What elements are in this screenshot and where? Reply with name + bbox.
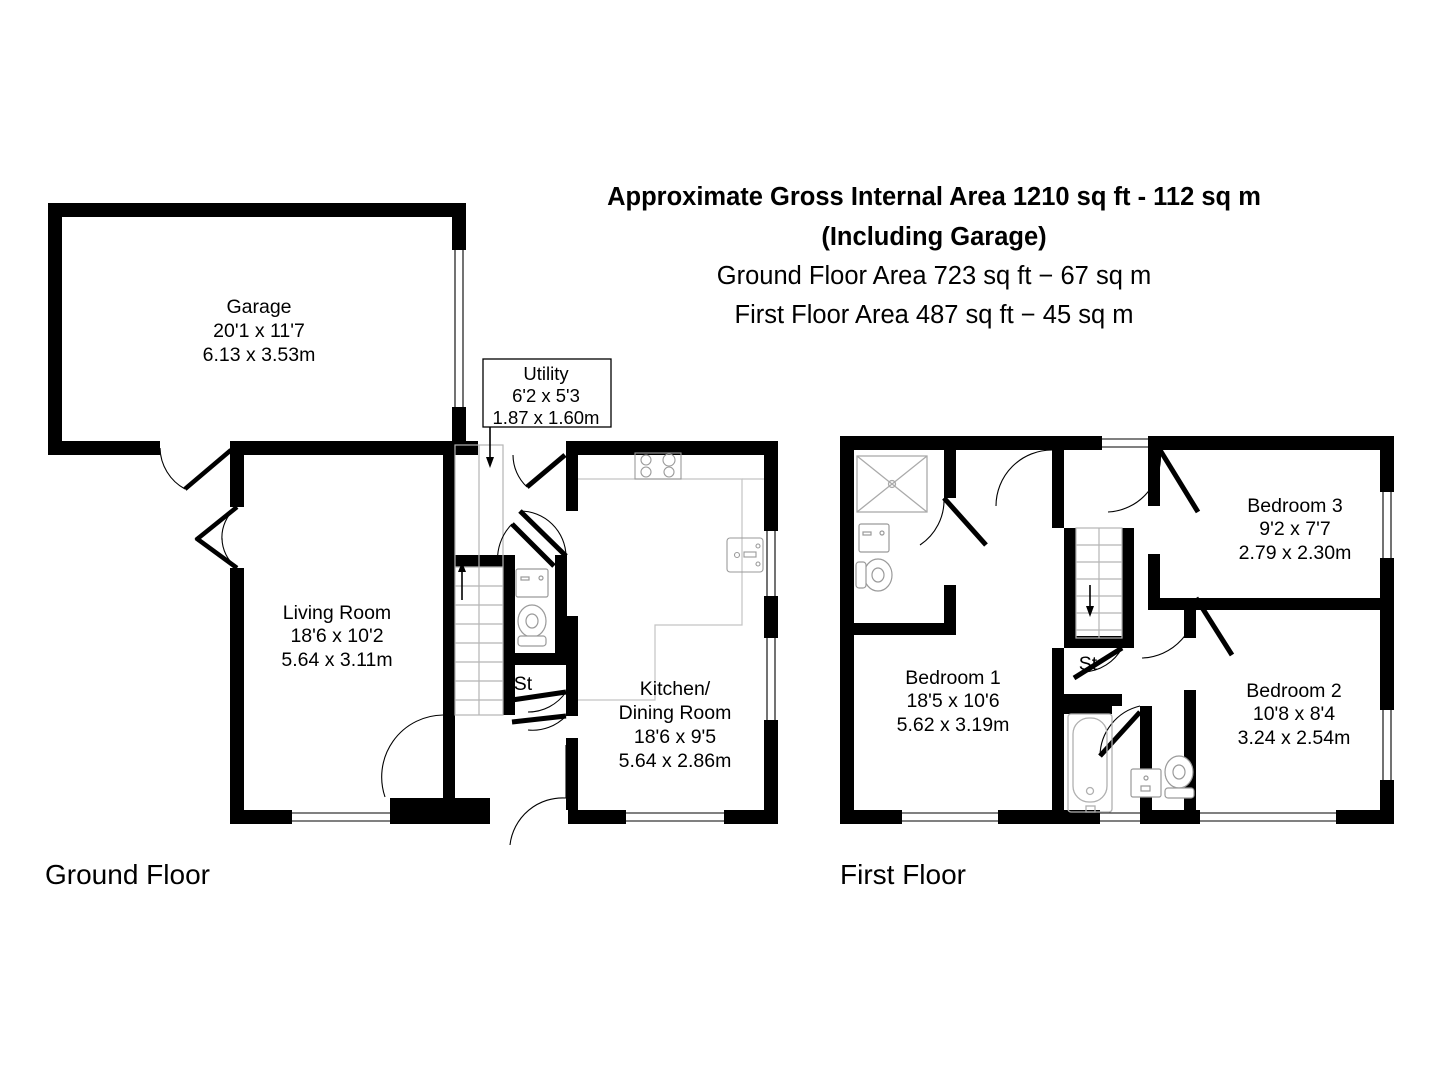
garage-door-swing <box>159 447 233 491</box>
first-floor-windows <box>842 438 1392 822</box>
living-room-name: Living Room <box>283 602 391 624</box>
kitchen-name-line2: Dining Room <box>619 702 732 724</box>
first-floor-caption: First Floor <box>840 859 966 890</box>
ground-storage-label: St <box>514 673 533 695</box>
garage-dim-metric: 6.13 x 3.53m <box>203 344 316 366</box>
bedroom-3-name: Bedroom 3 <box>1247 495 1342 517</box>
bedroom-3-dim-metric: 2.79 x 2.30m <box>1239 542 1352 564</box>
bedroom-1-dim-metric: 5.62 x 3.19m <box>897 714 1010 736</box>
first-floor-stairs-down-arrow <box>1086 585 1094 617</box>
living-room-side-doors <box>194 505 239 570</box>
ensuite-toilet-icon <box>855 558 893 592</box>
kitchen-dining-label: Kitchen/ Dining Room 18'6 x 9'5 5.64 x 2… <box>619 678 732 772</box>
garage-dim-imperial: 20'1 x 11'7 <box>213 320 305 342</box>
bedroom-1-dim-imperial: 18'5 x 10'6 <box>906 690 999 712</box>
ensuite-basin-icon <box>858 523 890 553</box>
ground-floor-stairs <box>454 444 504 716</box>
bedroom-2-name: Bedroom 2 <box>1246 680 1341 702</box>
bedroom-1-label: Bedroom 1 18'5 x 10'6 5.62 x 3.19m <box>897 667 1010 736</box>
first-floor-internal-walls <box>854 450 1392 824</box>
header-gross-area: Approximate Gross Internal Area 1210 sq … <box>607 183 1261 211</box>
front-door-swing <box>509 745 567 846</box>
wc-basin-icon <box>515 568 549 598</box>
header-including-garage: (Including Garage) <box>821 223 1046 251</box>
garage-side-door-opening <box>454 250 464 407</box>
first-floor-plan: Bedroom 3 9'2 x 7'7 2.79 x 2.30m Bedroom… <box>840 436 1394 890</box>
bedroom-2-label: Bedroom 2 10'8 x 8'4 3.24 x 2.54m <box>1238 680 1351 749</box>
garage-name: Garage <box>226 296 291 318</box>
header-first-floor-area: First Floor Area 487 sq ft − 45 sq m <box>735 301 1134 329</box>
ground-floor-outer-walls <box>230 441 778 824</box>
ground-floor-internal-walls <box>390 455 578 810</box>
storage-cupboard-doors <box>511 689 567 731</box>
ground-floor-caption: Ground Floor <box>45 859 210 890</box>
living-room-door-swing <box>381 714 444 798</box>
hall-kitchen-door-swings <box>496 509 568 568</box>
kitchen-dim-metric: 5.64 x 2.86m <box>619 750 732 772</box>
kitchen-counter <box>578 478 764 701</box>
ground-floor-windows <box>292 531 776 822</box>
first-floor-outer-walls <box>840 436 1394 824</box>
living-room-label: Living Room 18'6 x 10'2 5.64 x 3.11m <box>281 602 392 671</box>
bathroom-basin-icon <box>1130 768 1162 798</box>
utility-dim-metric: 1.87 x 1.60m <box>493 407 600 428</box>
living-room-dim-imperial: 18'6 x 10'2 <box>290 625 383 647</box>
bedroom-1-name: Bedroom 1 <box>905 667 1000 689</box>
bedroom-2-dim-metric: 3.24 x 2.54m <box>1238 727 1351 749</box>
garage-label: Garage 20'1 x 11'7 6.13 x 3.53m <box>203 296 316 366</box>
ground-floor-plan: Garage 20'1 x 11'7 6.13 x 3.53m Utility … <box>45 203 778 890</box>
living-room-dim-metric: 5.64 x 3.11m <box>281 649 392 671</box>
kitchen-name-line1: Kitchen/ <box>640 678 711 700</box>
bedroom-2-dim-imperial: 10'8 x 8'4 <box>1253 703 1335 725</box>
kitchen-sink-icon <box>726 537 764 573</box>
ground-floor-stairs-up-arrow <box>458 562 466 600</box>
bedroom-3-dim-imperial: 9'2 x 7'7 <box>1259 518 1330 540</box>
first-storage-label: St <box>1079 653 1098 675</box>
bathroom-toilet-icon <box>1164 755 1195 799</box>
first-floor-door-swings <box>919 448 1235 758</box>
utility-dim-imperial: 6'2 x 5'3 <box>512 385 580 406</box>
first-floor-stairs <box>1075 527 1123 639</box>
bath-icon <box>1067 713 1113 813</box>
kitchen-hob-icon <box>634 452 682 480</box>
kitchen-dim-imperial: 18'6 x 9'5 <box>634 726 716 748</box>
ensuite-shower-icon <box>856 455 928 513</box>
utility-label: Utility 6'2 x 5'3 1.87 x 1.60m <box>482 358 612 428</box>
utility-door-swing <box>512 453 567 489</box>
utility-name: Utility <box>523 363 569 384</box>
bedroom-3-label: Bedroom 3 9'2 x 7'7 2.79 x 2.30m <box>1239 495 1352 564</box>
header-block: Approximate Gross Internal Area 1210 sq … <box>607 183 1261 329</box>
header-ground-floor-area: Ground Floor Area 723 sq ft − 67 sq m <box>717 262 1151 290</box>
wc-toilet-icon <box>517 604 547 647</box>
